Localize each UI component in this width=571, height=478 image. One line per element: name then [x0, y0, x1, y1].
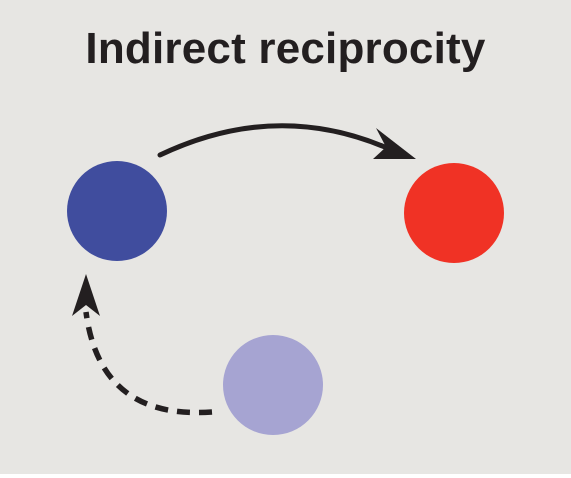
donor-to-recipient-arrowhead: [373, 128, 416, 159]
donor-to-recipient-arrow: [157, 123, 416, 159]
donor-to-recipient-line: [157, 123, 399, 158]
bottom-strip: [0, 474, 571, 478]
diagram-title: Indirect reciprocity: [85, 24, 486, 73]
observer-node: [223, 335, 323, 435]
recipient-node: [404, 163, 504, 263]
donor-node: [67, 161, 167, 261]
observer-to-donor-arrowhead: [72, 274, 100, 316]
observer-to-donor-line: [83, 311, 213, 416]
observer-to-donor-arrow: [72, 274, 213, 416]
